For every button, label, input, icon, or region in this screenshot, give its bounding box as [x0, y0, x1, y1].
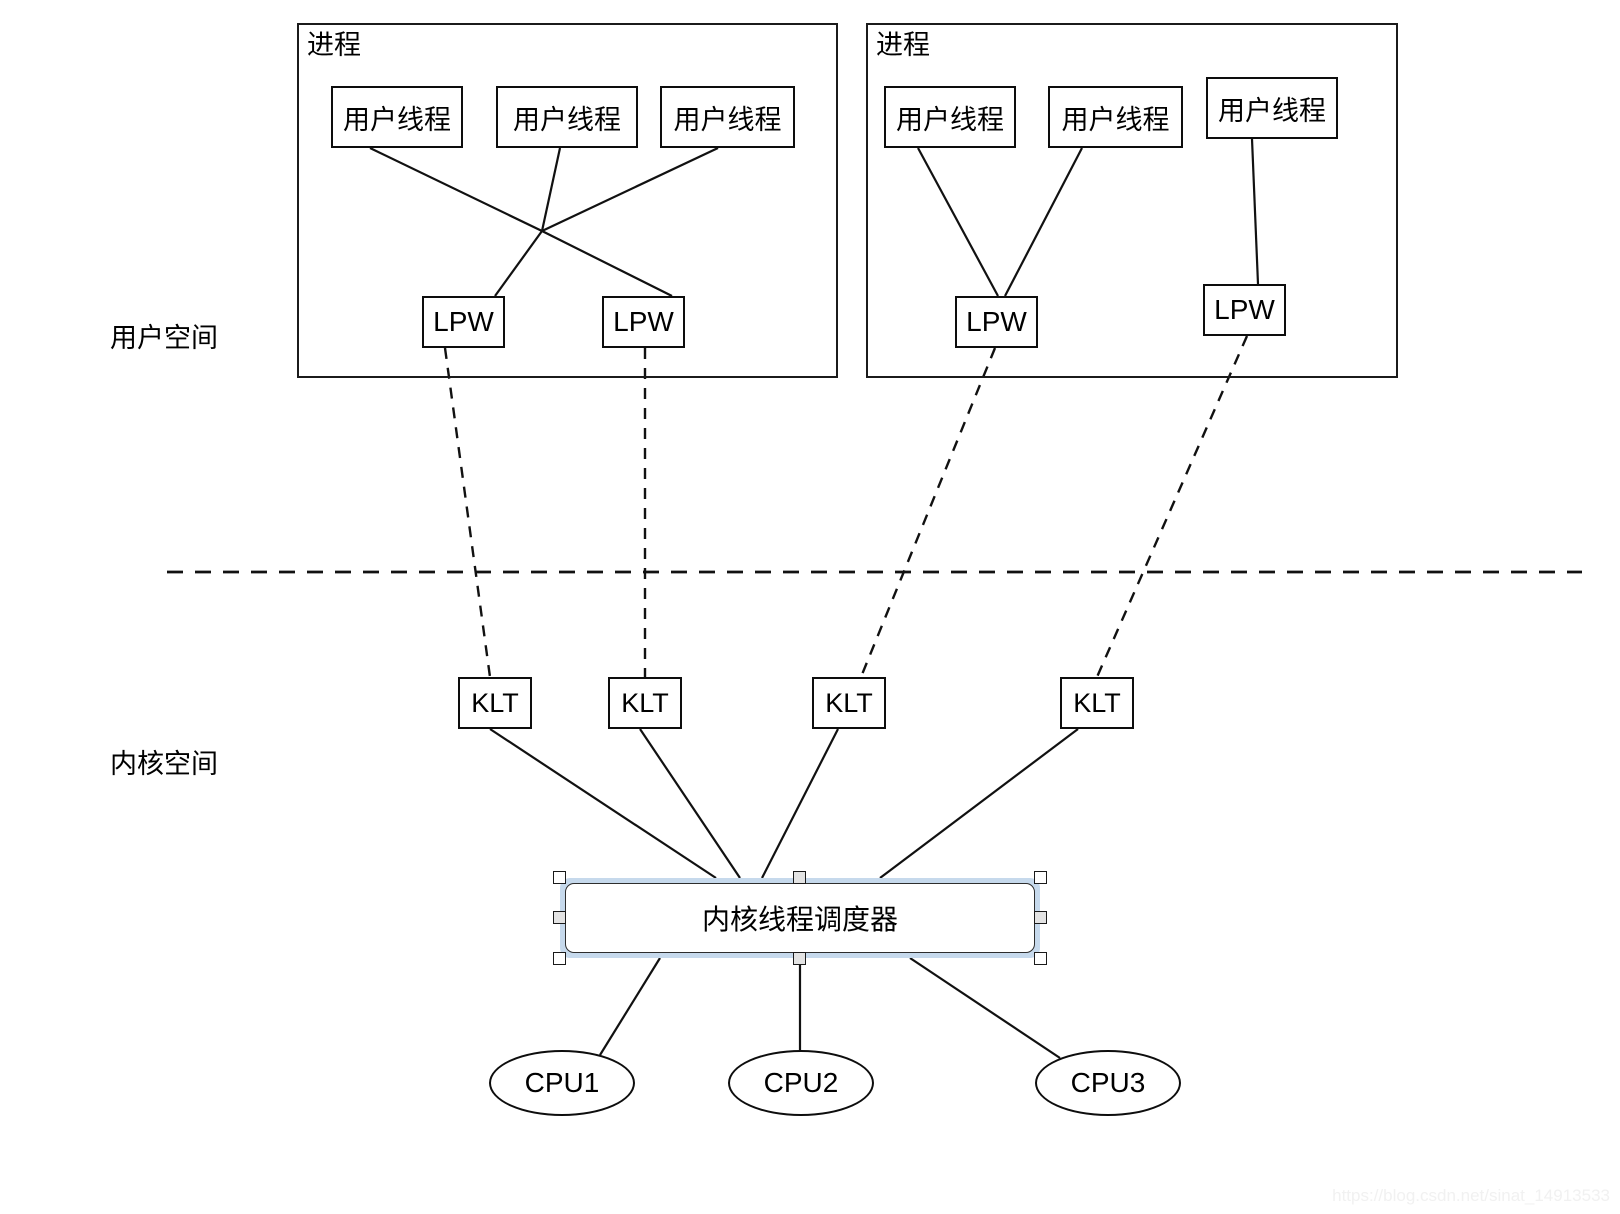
scheduler-label-box[interactable]: 内核线程调度器: [565, 883, 1035, 953]
klt-box[interactable]: KLT: [812, 677, 886, 729]
cpu-node[interactable]: CPU2: [728, 1050, 874, 1116]
resize-handle-ne[interactable]: [1034, 871, 1047, 884]
process-box[interactable]: [866, 23, 1398, 378]
process-label: 进程: [307, 30, 361, 60]
cpu-node[interactable]: CPU1: [489, 1050, 635, 1116]
user-thread-box[interactable]: 用户线程: [1048, 86, 1183, 148]
watermark: https://blog.csdn.net/sinat_14913533: [1332, 1186, 1610, 1205]
user-thread-box[interactable]: 用户线程: [1206, 77, 1338, 139]
process-label: 进程: [876, 30, 930, 60]
user-space-label: 用户空间: [110, 323, 218, 353]
user-thread-box[interactable]: 用户线程: [496, 86, 638, 148]
kernel-scheduler[interactable]: 内核线程调度器: [553, 871, 1047, 965]
user-thread-box[interactable]: 用户线程: [884, 86, 1016, 148]
lpw-box[interactable]: LPW: [602, 296, 685, 348]
klt-box[interactable]: KLT: [608, 677, 682, 729]
resize-handle-n[interactable]: [793, 871, 806, 884]
klt-box[interactable]: KLT: [1060, 677, 1134, 729]
resize-handle-w[interactable]: [553, 911, 566, 924]
scheduler-to-cpu-connectors: [599, 957, 1061, 1059]
cpu-node[interactable]: CPU3: [1035, 1050, 1181, 1116]
lpw-box[interactable]: LPW: [1203, 284, 1286, 336]
user-thread-box[interactable]: 用户线程: [331, 86, 463, 148]
lpw-box[interactable]: LPW: [422, 296, 505, 348]
klt-to-scheduler-connectors: [489, 728, 1079, 879]
lpw-box[interactable]: LPW: [955, 296, 1038, 348]
resize-handle-nw[interactable]: [553, 871, 566, 884]
process-box[interactable]: [297, 23, 838, 378]
lpw-to-klt-connectors: [443, 335, 1249, 678]
kernel-space-label: 内核空间: [110, 749, 218, 779]
klt-box[interactable]: KLT: [458, 677, 532, 729]
resize-handle-se[interactable]: [1034, 952, 1047, 965]
user-thread-box[interactable]: 用户线程: [660, 86, 795, 148]
resize-handle-sw[interactable]: [553, 952, 566, 965]
resize-handle-s[interactable]: [793, 952, 806, 965]
resize-handle-e[interactable]: [1034, 911, 1047, 924]
scheduler-label: 内核线程调度器: [701, 904, 898, 935]
